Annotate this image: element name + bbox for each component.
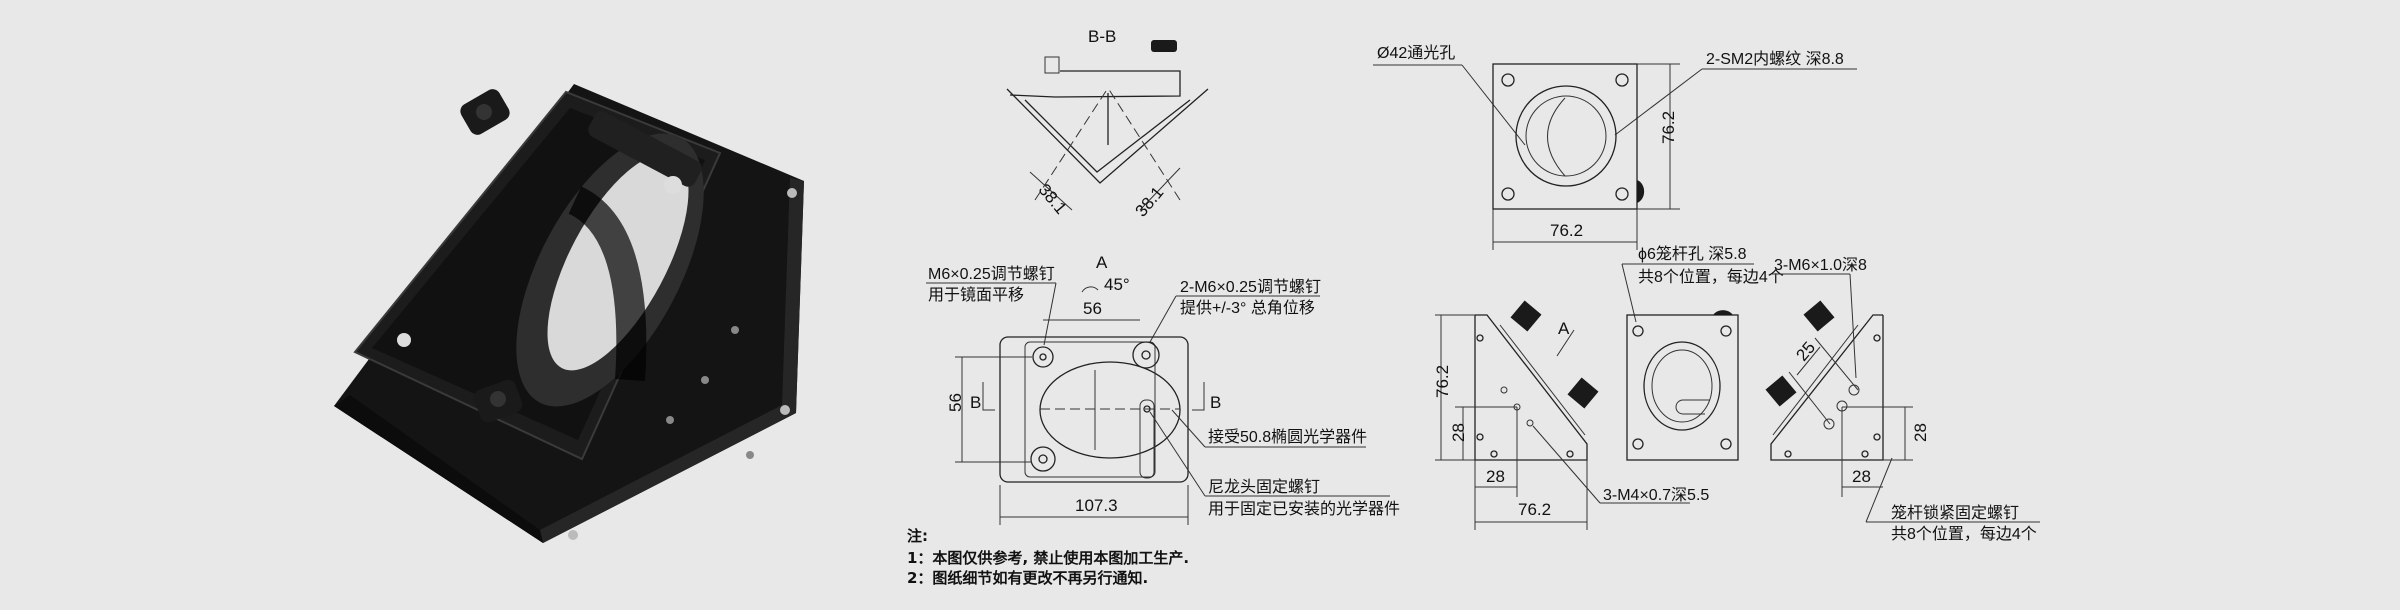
section-title: B-B [1088,27,1116,46]
adjuster-knob-icon [473,379,523,423]
dim-28-horizontal: 28 [1486,467,1505,486]
label-lock-count: 共8个位置，每边4个 [1891,525,2037,543]
label-nylon-screw: 尼龙头固定螺钉 [1208,478,1320,496]
dim-107-3: 107.3 [1075,496,1118,515]
dim-76-2-bottom: 76.2 [1518,500,1551,519]
label-m6-thread: 3-M6×1.0深8 [1774,256,1867,274]
label-cage-count: 共8个位置，每边4个 [1638,268,1784,286]
knob-icon [1151,40,1177,52]
label-optic: 接受50.8椭圆光学器件 [1208,428,1367,446]
notes-title: 注: [907,527,928,545]
note-2: 2：图纸细节如有更改不再另行通知. [907,569,1148,587]
knob-icon [1637,180,1645,203]
knob-icon [1510,300,1542,332]
section-mark-right: B [1210,393,1221,412]
section-bb-view: B-B 38.1 38.1 [1006,27,1209,221]
dim-38-right: 38.1 [1132,183,1168,221]
note-1: 1：本图仅供参考, 禁止使用本图加工生产. [907,549,1189,567]
section-mark-left: B [970,393,981,412]
dim-28-vertical-right: 28 [1911,423,1930,442]
dim-56-top: 56 [1083,299,1102,318]
dim-28-vertical: 28 [1449,423,1468,442]
bottom-view: ϕ6笼杆孔 深5.8 共8个位置，每边4个 [1621,245,1784,461]
dim-76-2-horizontal: 76.2 [1550,221,1583,240]
adjuster-knob-icon [460,89,510,135]
label-2m6-screw: 2-M6×0.25调节螺钉 [1180,278,1321,296]
knob-icon [1765,375,1797,407]
knob-icon [1567,377,1599,409]
view-a-label-side: A [1558,319,1570,338]
front-view: M6×0.25调节螺钉 用于镜面平移 A 45° 2-M6×0.25调节螺钉 提… [926,253,1400,525]
label-nylon-purpose: 用于固定已安装的光学器件 [1208,500,1400,518]
label-cage-hole: ϕ6笼杆孔 深5.8 [1638,245,1747,263]
knob-icon [1713,310,1733,315]
label-m4: 3-M4×0.7深5.5 [1603,486,1709,504]
right-side-view: 3-M6×1.0深8 25 28 28 笼杆锁紧固定螺钉 共8个位置，每边4个 [1765,256,2040,543]
dim-76-2-side: 76.2 [1433,365,1452,398]
label-lock-screw: 笼杆锁紧固定螺钉 [1891,504,2019,522]
dim-38-left: 38.1 [1035,180,1071,218]
label-m6-purpose: 用于镜面平移 [928,285,1024,304]
left-side-view: A 76.2 28 28 76.2 3-M4×0.7深5.5 [1433,300,1709,530]
label-thread: 2-SM2内螺纹 深8.8 [1706,50,1844,68]
label-m6-screw: M6×0.25调节螺钉 [928,265,1055,283]
product-render [334,84,804,543]
label-2m6-purpose: 提供+/-3° 总角位移 [1180,299,1315,317]
dim-28-horizontal-right: 28 [1852,467,1871,486]
notes: 注: 1：本图仅供参考, 禁止使用本图加工生产. 2：图纸细节如有更改不再另行通… [907,527,1189,587]
dim-25: 25 [1792,338,1819,365]
label-aperture: Ø42通光孔 [1377,44,1455,62]
knob-icon [1803,300,1835,332]
back-view: Ø42通光孔 2-SM2内螺纹 深8.8 76.2 76.2 [1373,44,1857,250]
view-a-label: A [1096,253,1108,272]
dim-56-left: 56 [946,393,965,412]
dim-76-2-vertical: 76.2 [1659,111,1678,144]
angle-label: 45° [1104,275,1130,294]
